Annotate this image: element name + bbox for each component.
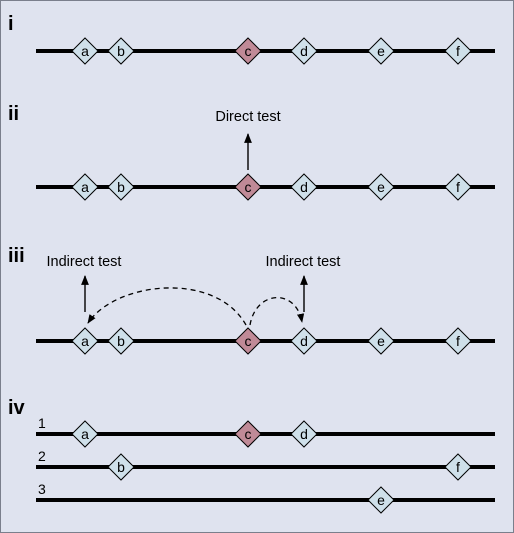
svg-text:f: f xyxy=(456,43,460,59)
svg-text:d: d xyxy=(300,426,308,442)
marker-b: b xyxy=(107,37,135,65)
direct-test-label: Direct test xyxy=(215,109,280,125)
svg-text:c: c xyxy=(245,179,252,195)
panel-label-i: i xyxy=(8,13,14,35)
marker-a: a xyxy=(71,173,99,201)
marker-f: f xyxy=(444,327,472,355)
svg-text:c: c xyxy=(245,43,252,59)
svg-text:f: f xyxy=(456,179,460,195)
svg-text:a: a xyxy=(81,43,89,59)
svg-text:a: a xyxy=(81,333,89,349)
haplotype-number-1: 1 xyxy=(38,415,46,431)
marker-group-iv-2: b f xyxy=(107,453,472,481)
marker-b: b xyxy=(107,173,135,201)
marker-b: b xyxy=(107,327,135,355)
marker-a: a xyxy=(71,327,99,355)
svg-text:d: d xyxy=(300,43,308,59)
marker-f: f xyxy=(444,453,472,481)
panel-label-iv: iv xyxy=(8,397,26,419)
svg-text:d: d xyxy=(300,179,308,195)
svg-text:c: c xyxy=(245,426,252,442)
marker-a: a xyxy=(71,420,99,448)
marker-e: e xyxy=(367,327,395,355)
svg-text:b: b xyxy=(117,179,125,195)
ld-link-c-to-d xyxy=(249,297,305,326)
marker-d: d xyxy=(290,37,318,65)
marker-f: f xyxy=(444,37,472,65)
svg-text:c: c xyxy=(245,333,252,349)
haplotype-number-2: 2 xyxy=(38,448,46,464)
marker-e: e xyxy=(367,37,395,65)
marker-c: c xyxy=(234,327,262,355)
haplotype-number-3: 3 xyxy=(38,481,46,497)
marker-f: f xyxy=(444,173,472,201)
marker-group-iv-3: e xyxy=(367,486,395,514)
marker-d: d xyxy=(290,327,318,355)
marker-c: c xyxy=(234,420,262,448)
marker-b: b xyxy=(107,453,135,481)
panel-label-ii: ii xyxy=(8,103,19,125)
marker-group-iv-1: a c d xyxy=(71,420,318,448)
svg-text:b: b xyxy=(117,43,125,59)
svg-text:e: e xyxy=(377,492,385,508)
svg-text:e: e xyxy=(377,43,385,59)
marker-c: c xyxy=(234,173,262,201)
marker-group-iii: a b c d e f xyxy=(71,327,472,355)
svg-text:a: a xyxy=(81,179,89,195)
svg-text:d: d xyxy=(300,333,308,349)
marker-d: d xyxy=(290,173,318,201)
marker-group-i: a b c d e f xyxy=(71,37,472,65)
svg-text:f: f xyxy=(456,333,460,349)
marker-e: e xyxy=(367,486,395,514)
svg-text:b: b xyxy=(117,333,125,349)
marker-c: c xyxy=(234,37,262,65)
svg-text:e: e xyxy=(377,179,385,195)
svg-text:a: a xyxy=(81,426,89,442)
indirect-test-label-right: Indirect test xyxy=(266,254,341,270)
svg-text:f: f xyxy=(456,459,460,475)
panel-label-iii: iii xyxy=(8,245,25,267)
marker-a: a xyxy=(71,37,99,65)
ld-link-c-to-a xyxy=(87,287,247,326)
marker-e: e xyxy=(367,173,395,201)
svg-text:b: b xyxy=(117,459,125,475)
indirect-test-label-left: Indirect test xyxy=(47,254,122,270)
svg-text:e: e xyxy=(377,333,385,349)
marker-d: d xyxy=(290,420,318,448)
marker-group-ii: a b c d e f xyxy=(71,173,472,201)
